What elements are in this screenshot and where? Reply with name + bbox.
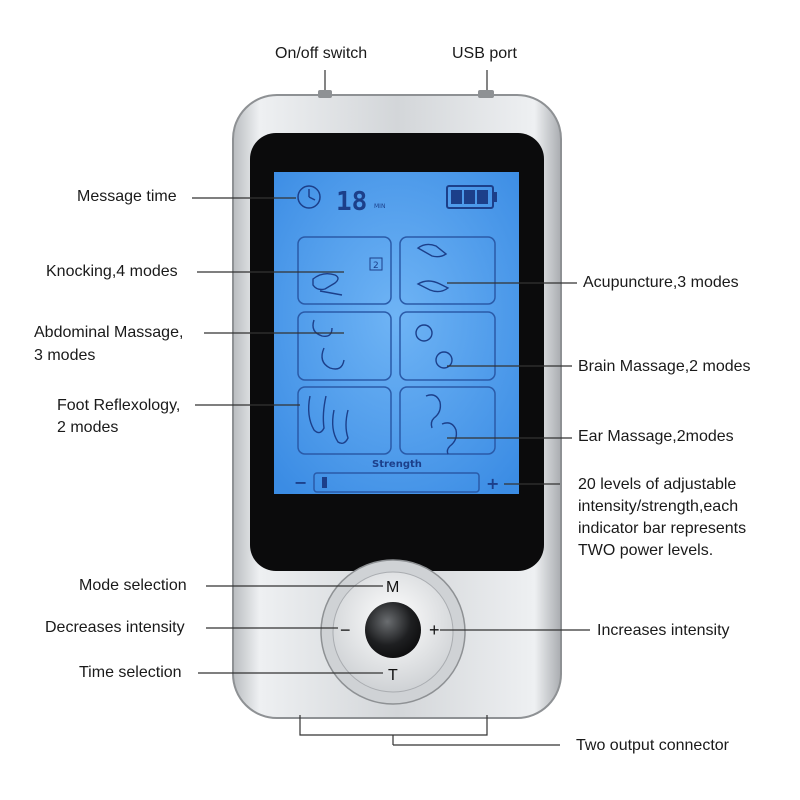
- battery-icon: [446, 185, 497, 209]
- label-output: Two output connector: [576, 737, 729, 754]
- timer-unit: MIN: [374, 203, 385, 210]
- clock-icon: [297, 185, 321, 209]
- strength-label: Strength: [372, 459, 422, 470]
- label-abdominal-1: Abdominal Massage,: [34, 324, 184, 341]
- label-acupuncture: Acupuncture,3 modes: [583, 274, 739, 291]
- foot-icon-1: [307, 395, 327, 434]
- strength-bar: [313, 472, 480, 493]
- label-on-off-switch: On/off switch: [275, 45, 368, 62]
- label-levels-3: indicator bar represents: [578, 520, 747, 537]
- on-off-switch: [318, 90, 332, 98]
- knocking-hand-icon: [312, 272, 343, 296]
- mode-badge-box: [369, 257, 383, 271]
- panel-knocking: [297, 236, 392, 305]
- time-button[interactable]: T: [388, 667, 398, 684]
- ear-icon-1: [425, 394, 442, 429]
- label-decreases: Decreases intensity: [45, 619, 185, 636]
- label-knocking: Knocking,4 modes: [46, 263, 178, 280]
- head-icon-1: [415, 324, 433, 342]
- label-foot-1: Foot Reflexology,: [57, 397, 181, 414]
- acupuncture-hand-icon-2: [416, 280, 450, 293]
- strength-plus: +: [486, 474, 499, 493]
- label-levels-4: TWO power levels.: [578, 542, 714, 559]
- stomach-icon-2: [321, 347, 345, 370]
- label-foot-2: 2 modes: [57, 419, 119, 436]
- panel-acupuncture: [399, 236, 496, 305]
- panel-brain: [399, 311, 496, 381]
- label-ear: Ear Massage,2modes: [578, 428, 734, 445]
- strength-minus: −: [294, 473, 307, 492]
- label-levels-1: 20 levels of adjustable: [578, 476, 737, 493]
- mode-badge: 2: [373, 261, 379, 271]
- label-mode-selection: Mode selection: [79, 577, 187, 594]
- label-increases: Increases intensity: [597, 622, 730, 639]
- label-brain: Brain Massage,2 modes: [578, 358, 751, 375]
- foot-icon-2: [331, 409, 349, 445]
- minus-button[interactable]: −: [340, 620, 351, 640]
- panel-foot: [297, 386, 392, 455]
- label-time-selection: Time selection: [79, 664, 182, 681]
- plus-button[interactable]: +: [429, 620, 440, 640]
- acupuncture-hand-icon-1: [416, 243, 448, 258]
- label-levels-2: intensity/strength,each: [578, 498, 739, 515]
- label-message-time: Message time: [77, 188, 177, 205]
- label-abdominal-2: 3 modes: [34, 347, 96, 364]
- strength-level-bar: [322, 477, 327, 488]
- panel-abdominal: [297, 311, 392, 381]
- center-button[interactable]: [365, 602, 421, 658]
- ear-icon-2: [441, 422, 458, 455]
- label-usb-port: USB port: [452, 45, 517, 62]
- head-icon-2: [435, 351, 453, 369]
- timer-value: 18: [336, 187, 367, 217]
- usb-port: [478, 90, 494, 98]
- mode-button[interactable]: M: [386, 579, 399, 596]
